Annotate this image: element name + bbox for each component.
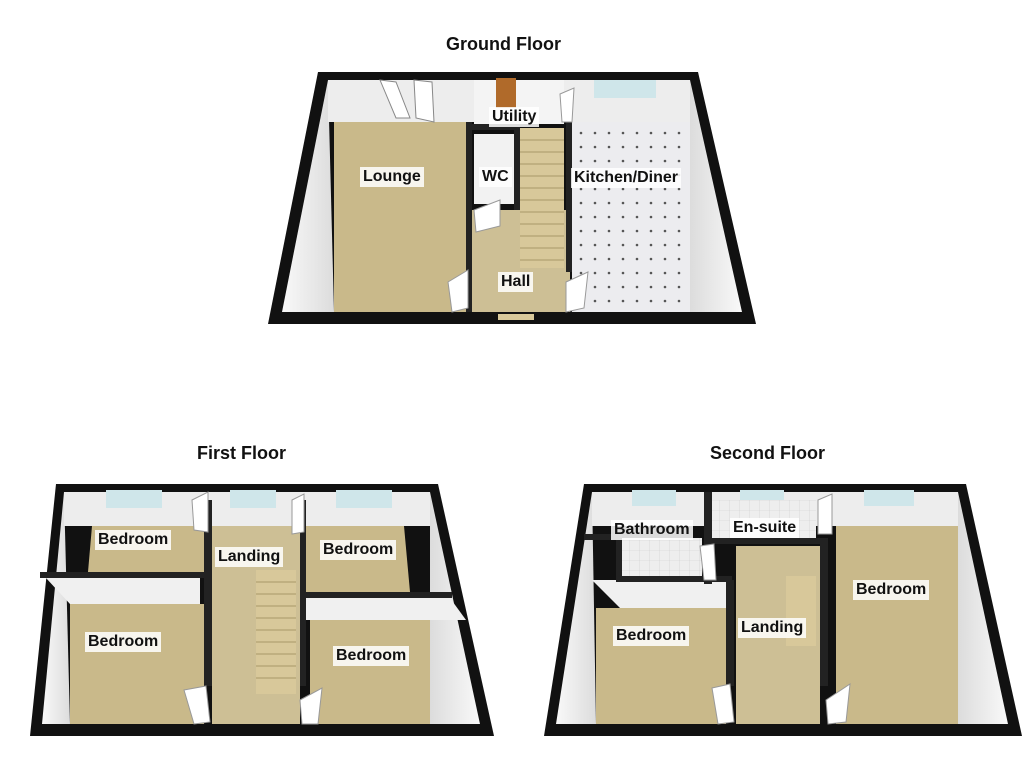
- room-label-second-bedroom-left: Bedroom: [613, 626, 690, 646]
- room-label-bathroom: Bathroom: [611, 520, 693, 540]
- room-label-second-landing: Landing: [738, 618, 807, 638]
- second-floor-plan: [544, 484, 1022, 736]
- room-label-first-bedroom-bottom-right: Bedroom: [333, 646, 410, 666]
- first-bedroom-2-floor: [70, 604, 204, 724]
- kitchen-window: [594, 80, 656, 98]
- bathroom-floor: [622, 538, 702, 580]
- ground-stairs: [520, 128, 564, 268]
- room-label-kitchen-diner: Kitchen/Diner: [571, 168, 682, 188]
- second-bedroom-2-floor: [836, 526, 958, 724]
- first-stairs: [256, 570, 296, 694]
- ground-floor-title: Ground Floor: [446, 34, 561, 54]
- room-label-first-bedroom-top-right: Bedroom: [320, 540, 397, 560]
- lounge-floor: [334, 122, 466, 312]
- room-label-second-bedroom-right: Bedroom: [853, 580, 930, 600]
- room-label-first-bedroom-bottom-left: Bedroom: [85, 632, 162, 652]
- room-label-wc: WC: [479, 167, 512, 187]
- first-floor-title: First Floor: [197, 443, 286, 463]
- second-floor-title: Second Floor: [710, 443, 826, 463]
- ground-floor-plan: [268, 72, 756, 324]
- room-label-first-landing: Landing: [215, 547, 284, 567]
- utility-door: [496, 78, 516, 108]
- first-bedroom-4-floor: [310, 620, 430, 724]
- first-floor-plan: [30, 484, 494, 736]
- room-label-first-bedroom-top-left: Bedroom: [95, 530, 172, 550]
- room-label-ensuite: En-suite: [730, 518, 800, 538]
- room-label-utility: Utility: [489, 107, 540, 127]
- lounge-door-leaf: [413, 79, 435, 123]
- room-label-lounge: Lounge: [360, 167, 424, 187]
- kitchen-floor: [572, 122, 690, 312]
- room-label-hall: Hall: [498, 272, 534, 292]
